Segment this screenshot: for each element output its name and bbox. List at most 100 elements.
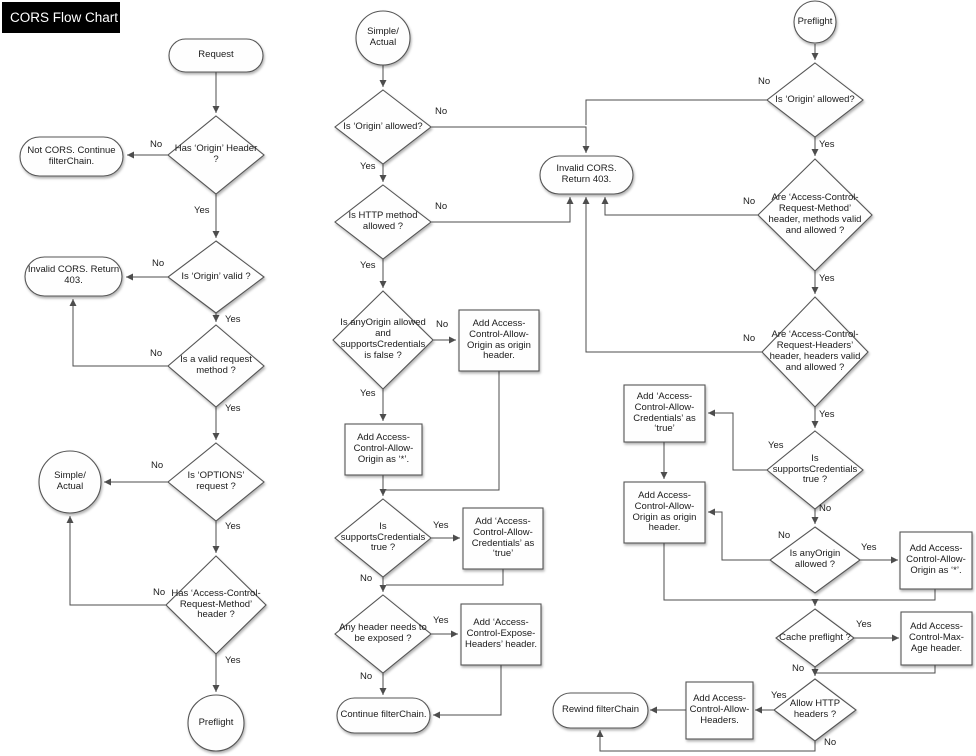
label-originallowed-right-yes: Yes [819, 139, 835, 150]
decision-allow-http-headers: Allow HTTP headers ? [789, 698, 841, 720]
label-cachepreflight-yes: Yes [856, 619, 872, 630]
decision-any-header-exposed: Any header needs to be exposed ? [339, 622, 427, 644]
label-acrhvalid-no: No [743, 333, 756, 344]
label-acrmheader-no: No [153, 587, 166, 598]
label-originallowed-right-no: No [758, 76, 771, 87]
label-anyoriginallowed-no: No [778, 530, 791, 541]
process-add-creds-true-mid: Add ‘Access-Control-Allow-Credentials’ a… [471, 515, 535, 560]
decision-has-origin-header: Has ‘Origin’ Header ? [174, 143, 258, 165]
shape-simpleactual-left-connector [38, 450, 102, 514]
shape-acrmheader-diamond [165, 555, 267, 655]
process-add-origin-header-right: Add Access-Control-Allow-Origin as origi… [632, 489, 697, 534]
label-anyoriginallowed-yes: Yes [861, 542, 877, 553]
decision-supports-creds-right: Is supportsCredentials true ? [772, 452, 858, 486]
edge-allowheaders-no-rewind [596, 730, 816, 752]
label-supportscreds-mid-no: No [360, 573, 373, 584]
decision-anyorigin-allowed: Is anyOrigin allowed ? [789, 548, 841, 570]
decision-http-method-allowed: Is HTTP method allowed ? [348, 210, 418, 232]
shape-acrhvalid-diamond [761, 296, 869, 408]
connector-simple-actual-mid: Simple/ Actual [367, 26, 399, 48]
shape-originallowed-right-diamond [766, 62, 864, 138]
shape-allowheaders-diamond [773, 678, 857, 742]
label-httpmethod-yes: Yes [360, 260, 376, 271]
decision-is-origin-valid: Is ‘Origin’ valid ? [181, 270, 251, 282]
terminal-continue-filterchain: Continue filterChain. [340, 709, 427, 721]
terminal-invalid-cors-mid: Invalid CORS. Return 403. [556, 163, 617, 185]
shape-addexpose-process [460, 603, 542, 666]
label-originvalid-no: No [152, 258, 165, 269]
shape-preflight-right-connector [793, 0, 837, 44]
shape-addorigin-right-process [623, 481, 706, 544]
shape-cachepreflight-diamond [775, 608, 855, 668]
process-add-allow-headers: Add Access-Control-Allow-Headers. [689, 693, 750, 726]
edge-addstar-r-join [815, 589, 936, 601]
edge-addexpose-continue [433, 665, 502, 719]
shape-httpmethod-diamond [334, 184, 432, 260]
label-validmethod-yes: Yes [225, 403, 241, 414]
label-originvalid-yes: Yes [225, 314, 241, 325]
decision-acrh-valid: Are ‘Access-Control-Request-Headers’ hea… [769, 329, 861, 373]
connector-preflight-right: Preflight [797, 15, 833, 27]
label-options-no: No [151, 460, 164, 471]
edge-addorigin-r-join [663, 543, 815, 601]
terminal-invalid-cors-left: Invalid CORS. Return 403. [27, 264, 120, 286]
label-hasorigin-no: No [150, 139, 163, 150]
shape-addcreds-right-process [623, 384, 706, 443]
edge-anyoriginallowed-no-addorigin-r [708, 508, 770, 561]
process-add-star-right: Add Access-Control-Allow-Origin as ‘*’. [906, 543, 966, 576]
chart-title: CORS Flow Chart [2, 2, 120, 33]
decision-origin-allowed-mid: Is ‘Origin’ allowed? [343, 120, 423, 132]
decision-cache-preflight: Cache preflight ? [779, 631, 851, 643]
shape-rewind-terminal [552, 692, 649, 729]
label-allowheaders-no: No [824, 737, 837, 748]
shape-preflight-left-connector [187, 694, 245, 752]
node-request: Request [198, 49, 234, 61]
label-validmethod-no: No [150, 348, 163, 359]
shape-layer [19, 0, 973, 752]
connector-preflight-left: Preflight [198, 716, 234, 728]
label-acrmvalid-no: No [743, 196, 756, 207]
label-anyorigin-creds-no: No [436, 319, 449, 330]
shape-hasorigin-diamond [167, 115, 265, 195]
shape-supportscreds-right-diamond [766, 430, 864, 510]
shape-simpleactual-mid-connector [355, 10, 411, 66]
shape-addcreds-mid-process [462, 507, 544, 570]
edge-supportscreds-r-yes-addcreds-r [708, 409, 767, 471]
shape-exposed-diamond [334, 594, 432, 674]
decision-is-options-request: Is ‘OPTIONS’ request ? [187, 470, 245, 492]
label-cachepreflight-no: No [792, 663, 805, 674]
label-supportscreds-mid-yes: Yes [433, 520, 449, 531]
process-add-creds-true-right: Add ‘Access-Control-Allow-Credentials’ a… [633, 390, 696, 435]
shape-addorigin-mid-process [458, 309, 540, 372]
label-anyorigin-creds-yes: Yes [360, 388, 376, 399]
edge-acrmvalid-no-invalidcors [601, 197, 758, 216]
edge-originallowed-r-no-invalidcors [585, 99, 767, 125]
shape-addstar-right-process [899, 531, 973, 590]
shape-anyorigin-creds-diamond [332, 290, 434, 390]
shape-originallowed-mid-diamond [334, 89, 432, 165]
label-exposed-no: No [360, 671, 373, 682]
terminal-rewind-filterchain: Rewind filterChain [561, 704, 640, 716]
process-add-star-mid: Add Access-Control-Allow-Origin as ‘*’. [353, 432, 414, 465]
shape-invalidcors-mid-terminal [539, 155, 634, 195]
shape-request-terminal [168, 38, 264, 73]
label-originallowed-mid-no: No [435, 106, 448, 117]
label-hasorigin-yes: Yes [194, 205, 210, 216]
shape-anyoriginallowed-diamond [769, 526, 861, 594]
decision-is-valid-method: Is a valid request method ? [180, 354, 252, 376]
label-supportscreds-right-yes: Yes [768, 440, 784, 451]
label-options-yes: Yes [225, 521, 241, 532]
decision-acrm-valid: Are ‘Access-Control-Request-Method’ head… [768, 192, 862, 236]
shape-continue-terminal [336, 697, 431, 734]
label-allowheaders-yes: Yes [771, 690, 787, 701]
edge-layer [66, 44, 936, 752]
shape-supportscreds-mid-diamond [334, 498, 432, 578]
shape-maxage-process [900, 611, 973, 666]
process-add-max-age: Add Access-Control-Max-Age header. [909, 621, 964, 654]
shape-addstar-mid-process [344, 423, 423, 476]
label-originallowed-mid-yes: Yes [360, 161, 376, 172]
edge-addorigin-join [386, 371, 500, 491]
edge-maxage-join [816, 665, 936, 674]
shape-originvalid-diamond [167, 240, 265, 314]
